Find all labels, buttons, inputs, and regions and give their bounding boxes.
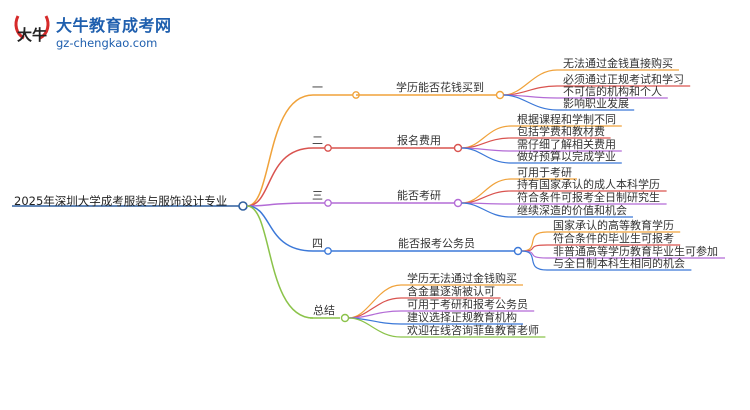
- child-topic: 持有国家承认的成人本科学历: [517, 178, 660, 191]
- branch-number: 二: [312, 134, 323, 147]
- child-connector-5-3: [348, 310, 402, 319]
- branch-connector-4: [246, 205, 314, 252]
- child-topic: 影响职业发展: [563, 97, 629, 110]
- child-topic: 非普通高等学历教育毕业生可参加: [553, 245, 718, 258]
- child-topic: 建议选择正规教育机构: [407, 311, 517, 324]
- child-topic: 含金量逐渐被认可: [407, 285, 495, 298]
- child-topic: 继续深造的价值和机会: [517, 204, 627, 217]
- branch-number: 三: [312, 189, 323, 202]
- child-topic: 与全日制本科生相同的机会: [553, 257, 685, 270]
- branch-topic: 报名费用: [397, 134, 441, 147]
- child-topic: 必须通过正规考试和学习: [563, 73, 684, 86]
- child-connector-3-4: [461, 202, 512, 218]
- site-logo[interactable]: 大牛 大牛教育成考网 gz-chengkao.com: [12, 8, 187, 56]
- child-connector-4-4: [521, 250, 548, 271]
- child-topic: 欢迎在线咨询菲鱼教育老师: [407, 324, 539, 337]
- child-topic: 无法通过金钱直接购买: [563, 57, 673, 70]
- child-topic: 学历无法通过金钱购买: [407, 272, 517, 285]
- branch-topic: 能否报考公务员: [398, 237, 475, 250]
- child-topic: 不可信的机构和个人: [563, 85, 662, 98]
- branch-number: 一: [312, 81, 323, 94]
- child-connector-2-1: [461, 125, 512, 149]
- branch-connector-1: [246, 94, 314, 207]
- branch-connector-2: [246, 147, 314, 207]
- branch-number-dot-2: [324, 144, 332, 152]
- child-topic: 国家承认的高等教育学历: [553, 219, 674, 232]
- child-topic: 做好预算以完成学业: [517, 150, 616, 163]
- branch-connector-5: [246, 205, 314, 319]
- child-topic: 可用于考研: [517, 166, 572, 179]
- branch-end-dot-3: [453, 198, 463, 208]
- child-topic: 包括学费和教材费: [517, 125, 605, 138]
- child-connector-5-5: [348, 317, 402, 338]
- child-connector-4-3: [521, 250, 548, 259]
- child-topic: 根据课程和学制不同: [517, 113, 616, 126]
- child-connector-5-1: [348, 284, 402, 319]
- logo-url: gz-chengkao.com: [56, 36, 158, 50]
- branch-end-dot-5: [340, 313, 350, 323]
- branch-topic: 总结: [313, 304, 335, 317]
- child-topic: 需仔细了解相关费用: [517, 138, 616, 151]
- child-connector-1-4: [503, 94, 558, 111]
- branch-end-dot-4: [513, 246, 523, 256]
- branch-connector-3: [246, 202, 314, 207]
- child-connector-4-1: [521, 231, 548, 252]
- bull-logo-icon: 大牛: [14, 15, 50, 44]
- branch-end-dot-2: [453, 143, 463, 153]
- branch-number-dot-4: [324, 247, 332, 255]
- child-topic: 符合条件可报考全日制研究生: [517, 191, 660, 204]
- child-connector-5-2: [348, 297, 402, 319]
- child-connector-2-4: [461, 147, 512, 164]
- root-node-dot: [238, 201, 248, 211]
- branch-topic: 能否考研: [397, 189, 441, 202]
- logo-mark-text: 大牛: [17, 26, 47, 44]
- root-topic: 2025年深圳大学成考服装与服饰设计专业: [14, 194, 228, 208]
- child-topic: 可用于考研和报考公务员: [407, 298, 528, 311]
- child-connector-1-1: [503, 69, 558, 96]
- logo-title: 大牛教育成考网: [56, 16, 172, 35]
- branch-topic: 学历能否花钱买到: [396, 81, 484, 94]
- branch-number: 四: [312, 237, 323, 250]
- child-topic: 符合条件的毕业生可报考: [553, 232, 674, 245]
- branch-number-dot-3: [324, 199, 332, 207]
- branch-end-dot-1: [495, 90, 505, 100]
